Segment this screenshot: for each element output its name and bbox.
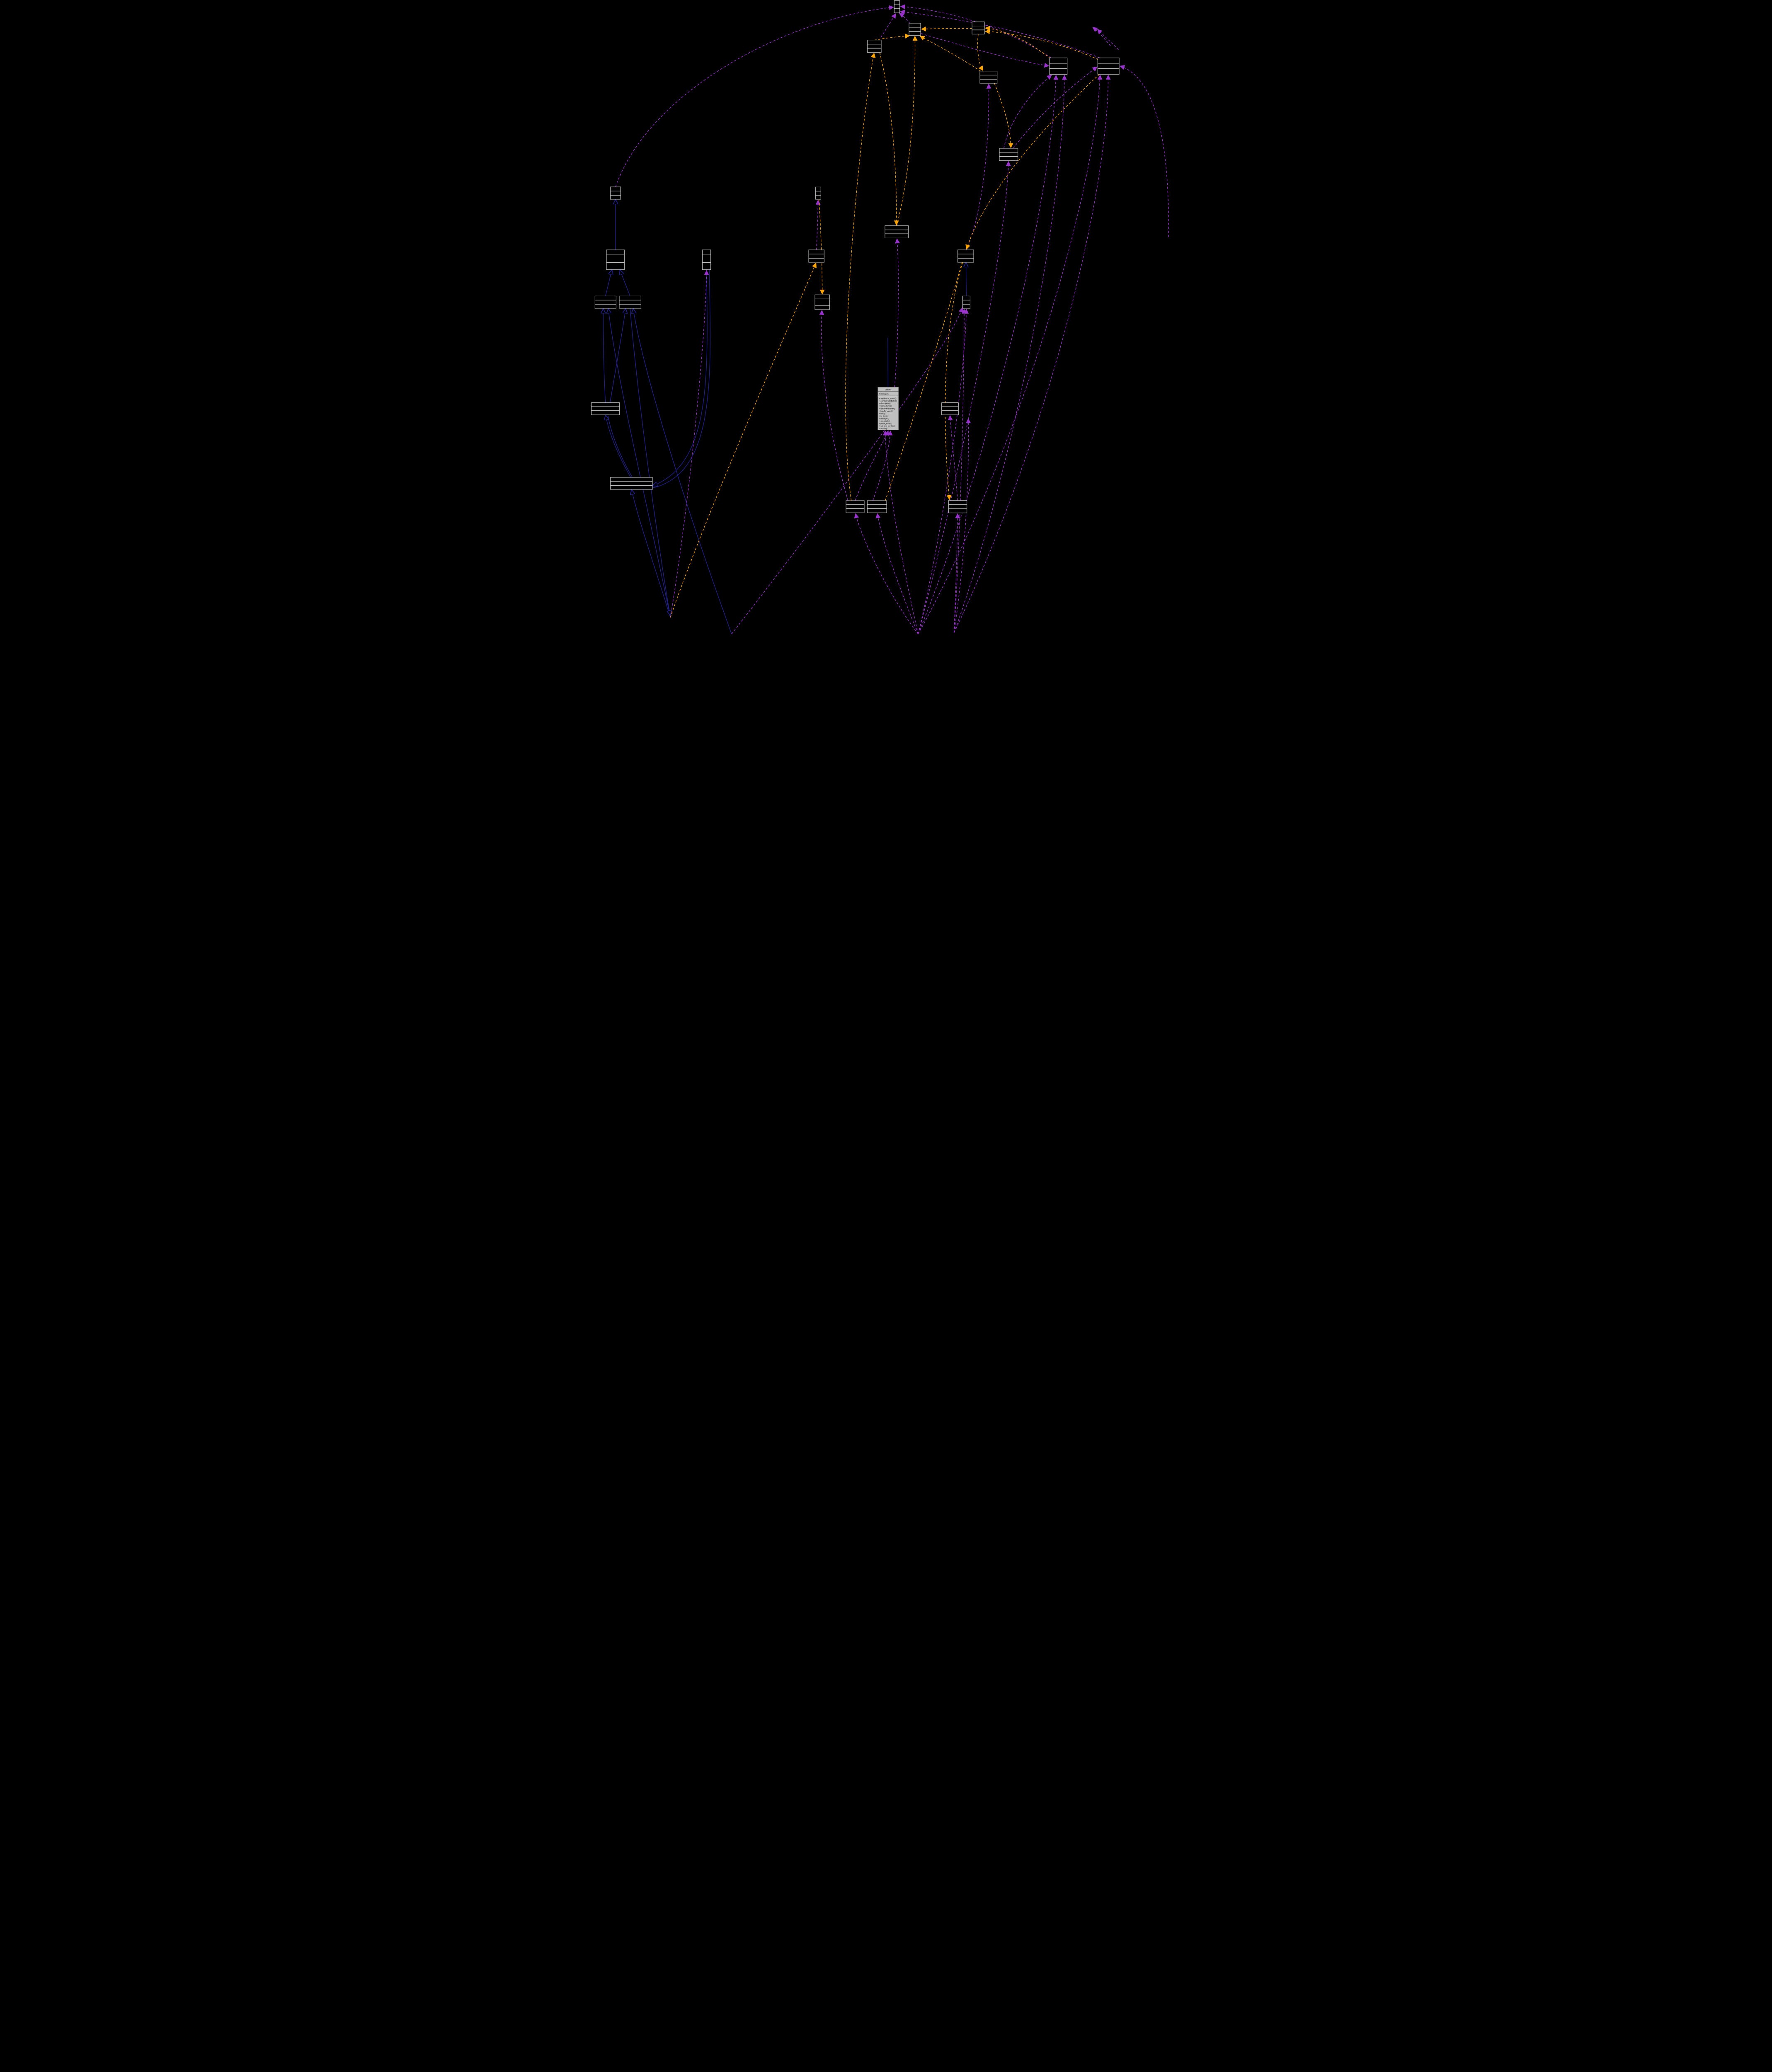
viewer-method: + fetchAllLines() bbox=[879, 405, 892, 407]
usage-edge-36 bbox=[815, 199, 821, 250]
class-node-n-h[interactable] bbox=[610, 186, 621, 200]
class-node-n-b[interactable] bbox=[972, 22, 985, 34]
class-node-n-top[interactable] bbox=[894, 0, 900, 13]
template-edge-47 bbox=[919, 36, 981, 72]
viewer-method: + handle_event() bbox=[879, 410, 893, 412]
usage-edge-24 bbox=[918, 75, 1103, 634]
class-node-n-f[interactable] bbox=[979, 71, 998, 84]
usage-edge-27 bbox=[1119, 65, 1169, 237]
viewer-attribute: # manager_ bbox=[879, 393, 889, 395]
inheritance-edge-6 bbox=[608, 415, 633, 478]
class-node-n-c[interactable] bbox=[867, 40, 882, 53]
viewer-method: + set_row_col_hint() bbox=[879, 425, 896, 427]
usage-edge-20 bbox=[921, 33, 1050, 68]
inheritance-edge-9 bbox=[632, 490, 671, 618]
inheritance-edge-5 bbox=[606, 416, 631, 478]
inheritance-edge-10 bbox=[653, 269, 708, 486]
class-node-n-d[interactable] bbox=[1049, 58, 1068, 75]
usage-edge-26 bbox=[954, 75, 1067, 633]
template-edge-50 bbox=[874, 33, 910, 41]
usage-edge-25 bbox=[954, 75, 1111, 633]
template-edge-54 bbox=[977, 34, 983, 71]
usage-edge-38 bbox=[670, 270, 709, 618]
class-node-n-t[interactable] bbox=[941, 402, 959, 415]
class-node-n-m[interactable] bbox=[808, 249, 824, 263]
usage-edge-15 bbox=[878, 13, 896, 41]
class-node-n-r[interactable] bbox=[962, 295, 970, 309]
class-node-n-w[interactable] bbox=[867, 500, 887, 513]
usage-edge-35 bbox=[965, 83, 991, 250]
collaboration-graph: Viewer # manager_ + application_name()+ co… bbox=[591, 0, 1181, 718]
template-edge-56 bbox=[965, 74, 1100, 250]
inheritance-edge-8 bbox=[633, 309, 732, 634]
template-edge-60 bbox=[670, 262, 817, 618]
template-edge-53 bbox=[819, 199, 825, 295]
class-node-n-q[interactable] bbox=[814, 294, 830, 310]
class-node-n-p[interactable] bbox=[619, 295, 641, 309]
usage-edge-31 bbox=[855, 430, 889, 501]
viewer-method: + fetchPasteBuffer() bbox=[879, 407, 895, 409]
graph-background bbox=[591, 0, 1181, 718]
usage-edge-34 bbox=[954, 418, 971, 633]
usage-edge-37 bbox=[819, 310, 848, 501]
usage-edge-44 bbox=[918, 308, 969, 634]
usage-edge-21 bbox=[1004, 75, 1052, 149]
usage-edge-28 bbox=[918, 161, 1011, 634]
viewer-method: + commitPasteBuffer() bbox=[879, 400, 897, 402]
template-edge-58 bbox=[984, 29, 1098, 60]
class-node-n-s[interactable] bbox=[591, 402, 620, 415]
template-edge-61 bbox=[885, 250, 967, 501]
template-edge-48 bbox=[921, 26, 972, 31]
viewer-method: + Viewer() bbox=[879, 428, 888, 430]
template-edge-51 bbox=[845, 53, 876, 501]
usage-edge-23 bbox=[918, 75, 1059, 634]
viewer-method: + operator()() bbox=[879, 420, 890, 422]
class-node-n-k[interactable] bbox=[702, 249, 711, 270]
usage-edge-41 bbox=[954, 513, 960, 633]
template-edge-55 bbox=[994, 83, 1013, 148]
node-layer: Viewer # manager_ + application_name()+ co… bbox=[591, 0, 1120, 513]
usage-edge-29 bbox=[894, 238, 900, 387]
usage-edge-39 bbox=[854, 513, 919, 634]
class-node-n-n[interactable] bbox=[958, 249, 974, 263]
viewer-method: + paste_buffer() bbox=[879, 423, 892, 425]
usage-edge-32 bbox=[873, 430, 893, 501]
inheritance-edge-2 bbox=[620, 270, 630, 296]
class-node-n-e[interactable] bbox=[1097, 58, 1120, 75]
usage-edge-43 bbox=[1097, 29, 1119, 50]
usage-edge-18 bbox=[900, 4, 1052, 58]
usage-edge-19 bbox=[899, 10, 1100, 58]
usage-edge-33 bbox=[948, 415, 958, 501]
diagram-canvas: Viewer # manager_ + application_name()+ co… bbox=[591, 0, 1181, 718]
inheritance-edge-11 bbox=[653, 269, 711, 488]
viewer-class-title: Viewer bbox=[885, 389, 892, 391]
viewer-method: + help() bbox=[879, 412, 885, 414]
class-node-n-u[interactable] bbox=[610, 477, 653, 490]
viewer-method: + application_name() bbox=[879, 397, 897, 399]
class-node-n-o[interactable] bbox=[594, 295, 616, 309]
class-node-n-g[interactable] bbox=[999, 148, 1018, 161]
inheritance-edge-1 bbox=[605, 270, 612, 296]
viewer-method: + is_dirty() bbox=[879, 415, 888, 417]
inheritance-edge-7 bbox=[608, 309, 671, 618]
class-node-n-v[interactable] bbox=[846, 500, 865, 513]
viewer-method: + description() bbox=[879, 402, 891, 404]
inheritance-edge-3 bbox=[603, 309, 605, 403]
usage-edge-45 bbox=[954, 308, 967, 633]
class-node-n-j[interactable] bbox=[606, 249, 625, 270]
class-node-viewer-selected: Viewer # manager_ + application_name()+ co… bbox=[878, 387, 899, 431]
class-node-n-l[interactable] bbox=[885, 225, 909, 238]
usage-edge-22 bbox=[1013, 66, 1098, 149]
inheritance-edge-4 bbox=[610, 309, 626, 403]
viewer-method: + manager() bbox=[879, 418, 889, 420]
usage-edge-17 bbox=[615, 5, 894, 187]
class-node-n-a[interactable] bbox=[909, 23, 921, 36]
class-node-n-i[interactable] bbox=[815, 186, 821, 200]
usage-edge-40 bbox=[875, 513, 919, 634]
usage-edge-42 bbox=[1092, 27, 1111, 46]
usage-edge-46 bbox=[731, 307, 964, 634]
class-node-n-x[interactable] bbox=[948, 500, 967, 513]
template-edge-52 bbox=[879, 52, 899, 226]
